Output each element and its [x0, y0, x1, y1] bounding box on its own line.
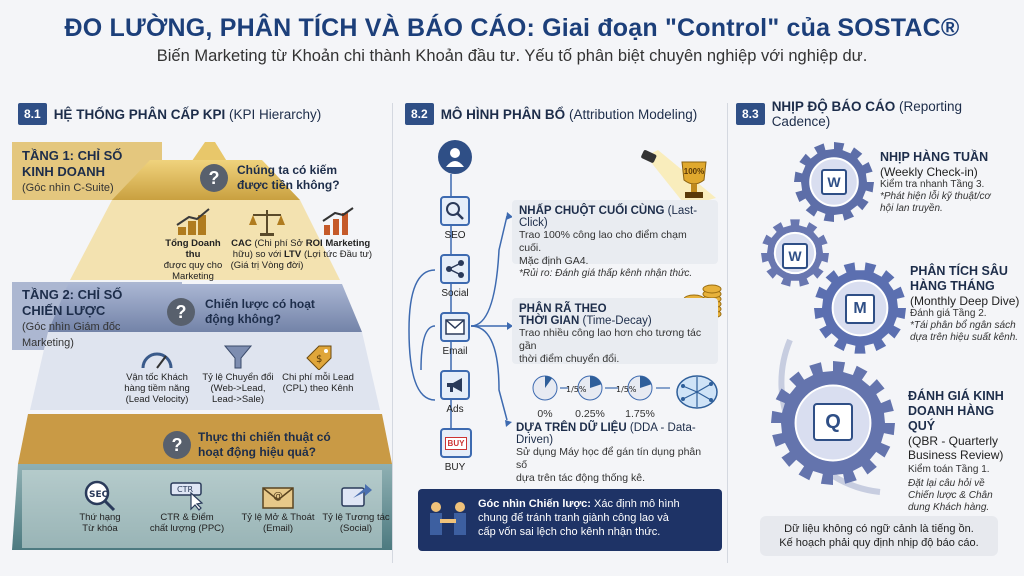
- brain-network-icon: [673, 372, 721, 417]
- kpi-marketing-roi: ROI Marketing(Lợi tức Đầu tư): [302, 206, 374, 260]
- kpi-engagement-rate: Tỷ lệ Tương tác(Social): [318, 478, 394, 534]
- section-title-en: (Attribution Modeling): [568, 106, 698, 122]
- section-header-cadence: 8.3 NHỊP ĐỘ BÁO CÁO (Reporting Cadence): [736, 99, 1024, 129]
- calendar-quarterly-icon: Q: [813, 403, 853, 441]
- pie-slice: [545, 376, 553, 388]
- pie-label: 0%: [537, 408, 553, 420]
- user-avatar-icon: [438, 140, 472, 174]
- pie-fraction-label: 1/5%: [616, 385, 637, 394]
- kpi-pyramid: [12, 142, 392, 550]
- channel-label: Ads: [446, 404, 464, 415]
- page-subtitle: Biến Marketing từ Khoản chi thành Khoản …: [156, 47, 868, 65]
- megaphone-icon: [440, 370, 470, 400]
- tier2-label: TẦNG 2: CHỈ SỐ CHIẾN LƯỢC (Góc nhìn Giám…: [22, 287, 123, 349]
- tier1-kpi-body: [70, 200, 340, 280]
- dda-pie-labels: 0% 0.25% 1.75%: [530, 408, 720, 422]
- svg-text:CTR: CTR: [177, 485, 193, 494]
- channel-label: Social: [441, 288, 469, 299]
- share-icon: [440, 254, 470, 284]
- kpi-cost-per-lead: $ Chi phí mỗi Lead(CPL) theo Kênh: [272, 342, 364, 394]
- calendar-weekly-icon: W: [821, 169, 847, 195]
- tier3-question: Thực thi chiến thuật có hoạt động hiệu q…: [198, 430, 331, 459]
- question-icon: ?: [163, 431, 191, 459]
- email-icon: [440, 312, 470, 342]
- model-data-driven: DỰA TRÊN DỮ LIỆU (DDA - Data-Driven) Sử …: [516, 422, 702, 484]
- tier1-question: Chúng ta có kiếm được tiền không?: [237, 163, 340, 192]
- strategic-insight-box: Góc nhìn Chiến lược: Xác định mô hình ch…: [418, 489, 722, 551]
- tier3-kpi-panel: [22, 470, 382, 548]
- dda-pie-row: 1/5% 1/5%: [532, 375, 670, 401]
- section-divider: [727, 103, 728, 563]
- pie-slice: [640, 376, 652, 388]
- section-header-attribution: 8.2 MÔ HÌNH PHÂN BỔ (Attribution Modelin…: [405, 101, 697, 127]
- coins-chart-icon: [158, 206, 228, 238]
- cadence-weekly: NHỊP HÀNG TUẦN (Weekly Check-in) Kiểm tr…: [880, 150, 991, 214]
- search-icon: [440, 196, 470, 226]
- section-header-kpi: 8.1 HỆ THỐNG PHÂN CẤP KPI (KPI Hierarchy…: [18, 101, 321, 127]
- email-at-icon: @: [234, 478, 322, 512]
- svg-text:@: @: [273, 491, 283, 502]
- pie-label: 1.75%: [625, 408, 655, 420]
- kpi-open-bounce-rate: @ Tỷ lệ Mở & Thoát(Email): [234, 478, 322, 534]
- tier2-question: Chiến lược có hoạt động không?: [205, 297, 315, 326]
- model-time-decay: PHÂN RÃ THEO THỜI GIAN (Time-Decay) Trao…: [512, 298, 718, 365]
- pie-fraction-label: 1/5%: [566, 385, 587, 394]
- funnel-icon: [193, 342, 283, 372]
- page-title: ĐO LƯỜNG, PHÂN TÍCH VÀ BÁO CÁO: Giai đoạ…: [64, 14, 960, 42]
- channel-label: BUY: [444, 462, 466, 473]
- speedometer-icon: [112, 342, 202, 372]
- cadence-quarterly: ĐÁNH GIÁ KINH DOANH HÀNG QUÝ (QBR - Quar…: [908, 389, 1004, 513]
- section-title: HỆ THỐNG PHÂN CẤP KPI: [53, 106, 226, 122]
- channel-label: SEO: [444, 230, 466, 241]
- tier2-kpi-body: [30, 332, 380, 410]
- section-title: NHỊP ĐỘ BÁO CÁO: [771, 99, 896, 114]
- tier3-question-band: [18, 414, 392, 464]
- channel-label: Email: [442, 346, 468, 357]
- ctr-click-icon: CTR: [142, 478, 232, 512]
- svg-text:$: $: [316, 354, 322, 365]
- calendar-weekly-small-icon: W: [782, 243, 808, 269]
- seo-search-icon: SEO: [64, 478, 136, 512]
- kpi-conversion-rate: Tỷ lệ Chuyển đổi(Web->Lead,Lead->Sale): [193, 342, 283, 405]
- cadence-monthly: PHÂN TÍCH SÂU HÀNG THÁNG (Monthly Deep D…: [910, 264, 1020, 343]
- model-last-click: NHẤP CHUỘT CUỐI CÙNG (Last-Click) Trao 1…: [512, 200, 718, 279]
- section-number: 8.1: [18, 103, 47, 125]
- cadence-footer: Dữ liệu không có ngữ cảnh là tiếng ồn. K…: [760, 516, 998, 556]
- calendar-monthly-icon: M: [845, 294, 875, 324]
- section-title-en: (Reporting Cadence): [771, 99, 962, 129]
- balance-scale-icon: [226, 206, 308, 238]
- question-icon: ?: [167, 298, 195, 326]
- section-number: 8.2: [405, 103, 434, 125]
- growth-chart-icon: [302, 206, 374, 238]
- svg-text:SEO: SEO: [89, 490, 110, 500]
- question-icon: ?: [200, 164, 228, 192]
- tier2-question-band: [48, 284, 362, 332]
- section-divider: [392, 103, 393, 563]
- pie-label: 0.25%: [575, 408, 605, 420]
- trophy-icon: 100%: [676, 160, 712, 200]
- buy-button-icon: BUY: [440, 428, 472, 458]
- tier1-label: TẦNG 1: CHỈ SỐ KINH DOANH (Góc nhìn C-Su…: [22, 148, 123, 194]
- section-title: MÔ HÌNH PHÂN BỔ: [440, 106, 566, 122]
- price-tag-icon: $: [272, 342, 364, 372]
- pie-slice: [590, 376, 602, 388]
- handshake-icon: [426, 501, 470, 541]
- section-title-en: (KPI Hierarchy): [228, 106, 322, 122]
- share-icon: [318, 478, 394, 512]
- section-number: 8.3: [736, 103, 765, 125]
